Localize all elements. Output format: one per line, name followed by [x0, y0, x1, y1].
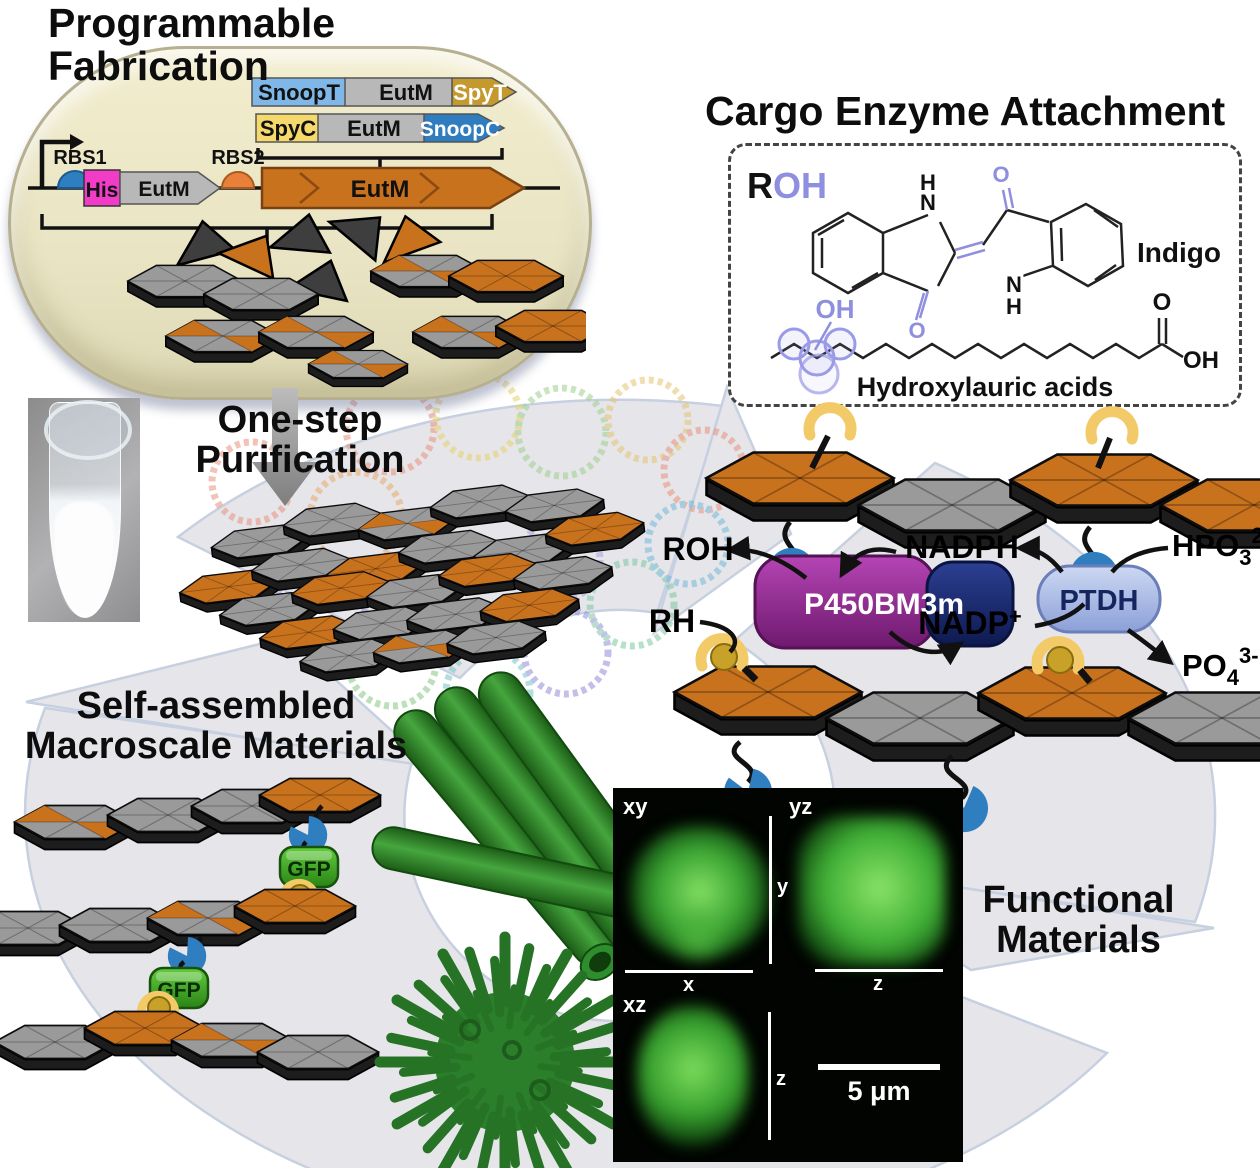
- x-axis-label: x: [683, 974, 695, 996]
- scale-bar: [818, 1064, 940, 1070]
- cargo-enzyme-panel: ROH N H N H O O Indigo: [728, 143, 1242, 407]
- oh-pointer-line: [813, 321, 833, 351]
- spyt-label: SpyT: [453, 80, 507, 105]
- roh-substrate-label: ROH: [747, 165, 827, 206]
- atom-o: O: [992, 162, 1009, 187]
- hydroxylation-site-circles: [777, 327, 857, 395]
- indigo-name-label: Indigo: [1137, 237, 1221, 268]
- title-self-assembled-materials: Self-assembled Macroscale Materials: [10, 686, 422, 767]
- fluorescent-aggregate-yz: [798, 816, 946, 966]
- cassette-spyc-eutm-snoopc: [255, 113, 506, 143]
- confocal-microscopy-panel: xy yz xz y x z z 5 μm: [613, 788, 963, 1162]
- title-cargo-enzyme-attachment: Cargo Enzyme Attachment: [705, 88, 1226, 134]
- eutm-gray-gene-arrow: [119, 171, 222, 205]
- hydroxylauric-caption: Hydroxylauric acids: [857, 372, 1114, 402]
- snoopc-label: SnoopC: [420, 118, 500, 141]
- atom-o: O: [1153, 289, 1172, 316]
- cycle-arrowhead-icon: [25, 635, 436, 769]
- eutm-label: EutM: [347, 116, 401, 141]
- title-line: Functional: [982, 879, 1175, 921]
- rbs2-icon: [220, 171, 256, 189]
- atom-oh: OH: [1183, 347, 1219, 374]
- eutm-label: EutM: [379, 80, 433, 105]
- promoter-arrowhead-icon: [70, 134, 84, 150]
- hydroxy-oh-label: OH: [816, 294, 855, 324]
- scale-bar-label: 5 μm: [847, 1076, 911, 1106]
- z-axis-label-bottom: z: [776, 1068, 786, 1090]
- chemical-structures: ROH N H N H O O Indigo: [747, 162, 1221, 402]
- title-line: Purification: [195, 439, 405, 482]
- promoter-arrow-icon: [39, 139, 70, 188]
- atom-h: H: [920, 170, 936, 195]
- white-protein-pellet: [54, 502, 114, 614]
- panel-label-xz: xz: [623, 992, 647, 1017]
- title-line: One-step: [217, 399, 383, 441]
- rbs1-label: RBS1: [53, 147, 106, 169]
- rbs2-label: RBS2: [211, 147, 264, 169]
- cassette-snoopt-eutm-spyt: [251, 77, 518, 107]
- atom-n: N: [1006, 272, 1022, 297]
- panel-label-yz: yz: [789, 794, 813, 819]
- snoopt-label: SnoopT: [258, 80, 340, 105]
- hydroxylauric-acid-structure: O OH OH Hydroxylauric acids: [770, 289, 1219, 402]
- fluorescent-aggregate-xz: [637, 1006, 749, 1146]
- tube-rim: [44, 400, 132, 460]
- z-axis-label-top: z: [873, 973, 883, 995]
- z-axis-line-top: [815, 969, 943, 972]
- title-line: Self-assembled: [76, 685, 356, 727]
- fluorescent-lobe: [668, 908, 728, 963]
- his-label: His: [86, 179, 119, 202]
- atom-o: O: [908, 318, 925, 343]
- title-line: Macroscale Materials: [24, 725, 408, 768]
- eutm-orange-gene-arrow: [260, 166, 527, 210]
- scattered-hexagon-tiles: [127, 193, 586, 388]
- title-programmable-fabrication: Programmable Fabrication: [48, 0, 336, 90]
- panel-label-xy: xy: [623, 794, 648, 819]
- x-axis-line: [625, 970, 753, 973]
- gene-construct-diagram: SnoopT EutM SpyT SpyC EutM SnoopC RBS1 R…: [28, 77, 586, 388]
- title-line: Materials: [996, 919, 1161, 962]
- y-axis-label: y: [777, 876, 789, 898]
- title-functional-materials: Functional Materials: [966, 880, 1191, 961]
- atom-n: N: [920, 190, 936, 215]
- title-one-step-purification: One-step Purification: [150, 400, 450, 481]
- gene-chevron-icon: [299, 172, 440, 204]
- atom-h: H: [1006, 294, 1022, 319]
- indigo-structure: [811, 187, 1125, 321]
- purified-sample-photo: [28, 398, 140, 622]
- z-axis-line-bottom: [768, 1012, 771, 1140]
- eutm-gene-label: EutM: [138, 178, 189, 201]
- y-axis-line: [769, 816, 772, 964]
- spyc-label: SpyC: [260, 116, 316, 141]
- eutm-gene-label: EutM: [351, 176, 410, 203]
